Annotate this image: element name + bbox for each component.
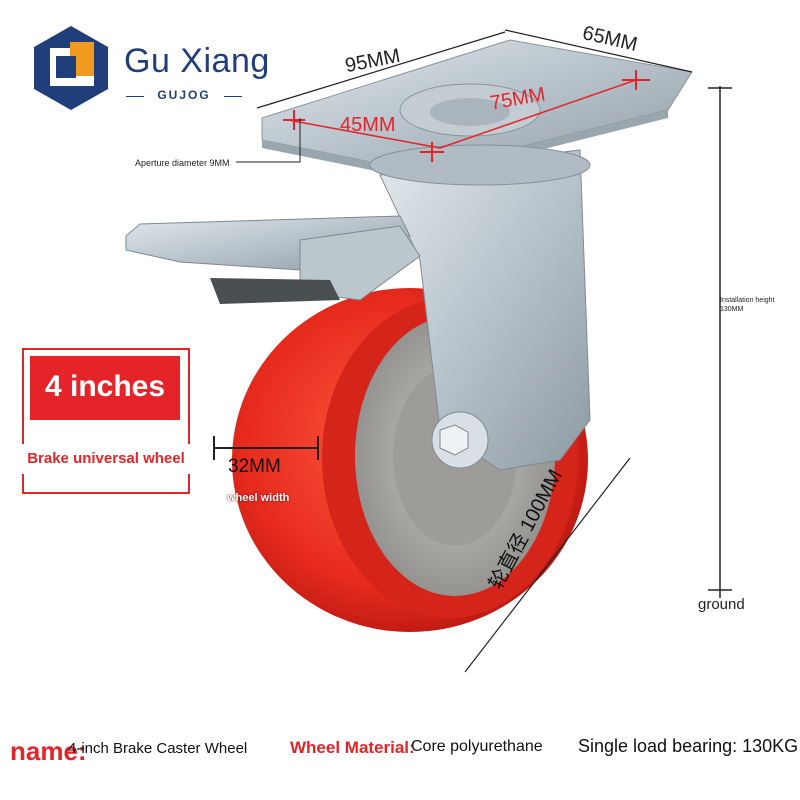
brand-subtitle: GUJOG [126,88,242,102]
name-value: 4-inch Brake Caster Wheel [68,740,248,757]
badge-title-background [30,356,180,420]
aperture-label: Aperture diameter 9MM [135,158,230,168]
spec-footer: name: 4-inch Brake Caster Wheel Wheel Ma… [0,728,800,768]
badge-size: 4 inches [44,370,166,403]
brand-name: Gu Xiang [124,42,270,80]
material-value: Core polyurethane [411,738,543,755]
caster-wheel-illustration [125,29,732,673]
ground-label: ground [698,596,745,613]
badge-subtitle-background [22,444,190,474]
axle-nut [439,424,469,456]
caster-fork [379,149,591,471]
swivel-bearing [369,144,591,186]
material-label: Wheel Material: [290,738,415,757]
size-badge: 4 inches Brake universal wheel [22,348,190,494]
brand-logo-icon [34,26,108,110]
installation-height-label: Installation height 130MM [720,297,775,314]
name-label: name: [10,736,87,766]
hole-spacing-short-label: 45MM [340,114,396,136]
wheel-width-label: wheel width [227,492,290,504]
brake-arm [210,278,340,304]
wheel-width-value: 32MM [228,456,281,477]
load-bearing: Single load bearing: 130KG [578,736,799,756]
badge-type: Brake universal wheel [27,450,185,467]
